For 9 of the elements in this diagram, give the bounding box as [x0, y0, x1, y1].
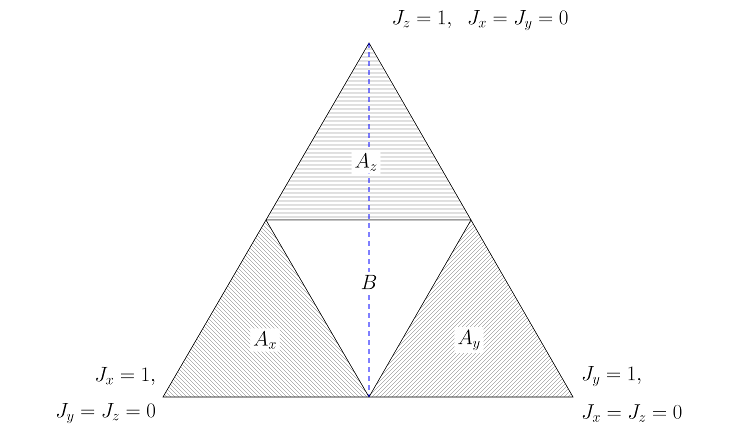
region-label: $A_z$: [352, 150, 380, 174]
region-label: $B$: [358, 272, 380, 292]
corner-label: $J_x = J_z = 0$: [582, 404, 682, 422]
corner-label: $J_x = 1,$: [96, 366, 154, 386]
corner-label: $J_y = J_z = 0$: [57, 402, 155, 424]
corner-label: $J_y = 1,$: [582, 366, 640, 386]
corner-label: $J_z = 1,\;\; J_x = J_y = 0$: [393, 10, 568, 30]
region-label: $A_x$: [250, 328, 280, 352]
region-label: $A_y$: [454, 326, 484, 354]
